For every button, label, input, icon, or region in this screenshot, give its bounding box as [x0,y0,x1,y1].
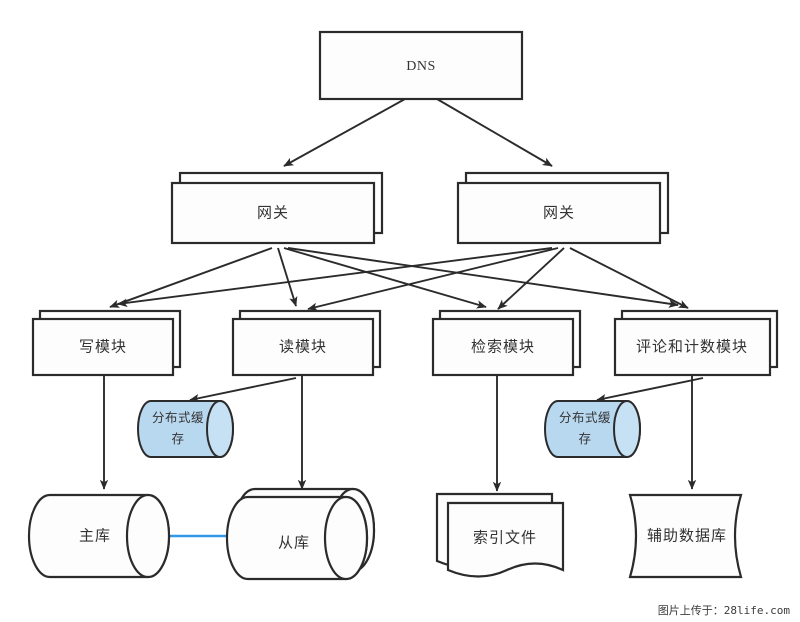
slave-db-label: 从库 [278,534,310,551]
cache-left-label-line2: 存 [171,432,184,446]
edge-group-gateway-left-to-modules [109,247,679,309]
edge-gateway-right-to-search-module [497,247,565,310]
slave-db-front-end-ellipse [323,495,369,581]
read-module-front-box [231,317,375,377]
gateway-left-label: 网关 [257,204,289,221]
dns-box [318,30,524,101]
edge-gateway-left-to-search-module [283,247,487,309]
cache-left-label-line1: 分布式缓 [152,411,204,425]
node-gateway-right[interactable]: 网关 [456,171,670,245]
write-module-front-box [31,317,175,377]
edge-dns-to-gateway-left [283,98,406,167]
node-slave-db[interactable]: 从库 [225,487,376,581]
edge-gateway-right-to-comment-count-module [569,247,689,309]
gateway-right-front-box [456,181,662,245]
edge-group-modules-to-storage [99,373,704,541]
node-auxiliary-db[interactable]: 辅助数据库 [628,493,743,579]
index-file-front-document [446,501,565,578]
node-index-file[interactable]: 索引文件 [435,492,565,578]
edge-gateway-left-to-comment-count-module [287,247,679,308]
master-db-end-ellipse [125,493,171,579]
edge-read-module-to-cache-left [189,377,297,403]
node-read-module[interactable]: 读模块 [231,309,382,377]
node-write-module[interactable]: 写模块 [31,309,182,377]
node-dns[interactable]: DNS [318,30,524,101]
edge-group-dns-to-gateways [283,98,553,167]
dns-label: DNS [406,59,436,74]
edge-gateway-left-to-read-module [277,247,298,307]
write-module-label: 写模块 [79,338,127,355]
gateway-right-label: 网关 [543,204,575,221]
search-module-label: 检索模块 [471,338,535,355]
cache-right-label-line1: 分布式缓 [559,411,611,425]
edge-dns-to-gateway-right [436,98,553,167]
node-cache-right[interactable]: 分布式缓 存 [544,399,641,459]
edge-group-gateway-right-to-modules [117,247,689,311]
node-master-db[interactable]: 主库 [27,493,171,579]
comment-count-module-front-box [613,317,772,377]
edge-comment-count-module-to-cache-right [596,377,704,403]
node-comment-count-module[interactable]: 评论和计数模块 [613,309,779,377]
cache-left-end-ellipse [206,399,234,459]
master-db-label: 主库 [79,527,111,544]
node-cache-left[interactable]: 分布式缓 存 [137,399,234,459]
index-file-label: 索引文件 [473,529,537,546]
gateway-left-front-box [170,181,376,245]
edge-gateway-right-to-read-module [307,247,559,311]
cache-right-end-ellipse [613,399,641,459]
read-module-label: 读模块 [279,338,327,355]
search-module-front-box [431,317,575,377]
watermark-text: 图片上传于：28life.com [657,604,790,617]
node-search-module[interactable]: 检索模块 [431,309,582,377]
node-gateway-left[interactable]: 网关 [170,171,384,245]
edge-gateway-right-to-write-module [117,247,553,307]
auxiliary-db-label: 辅助数据库 [647,527,727,544]
auxiliary-db-body [628,493,743,579]
edge-gateway-left-to-write-module [109,247,273,308]
comment-count-module-label: 评论和计数模块 [636,338,748,355]
cache-right-label-line2: 存 [578,432,591,446]
